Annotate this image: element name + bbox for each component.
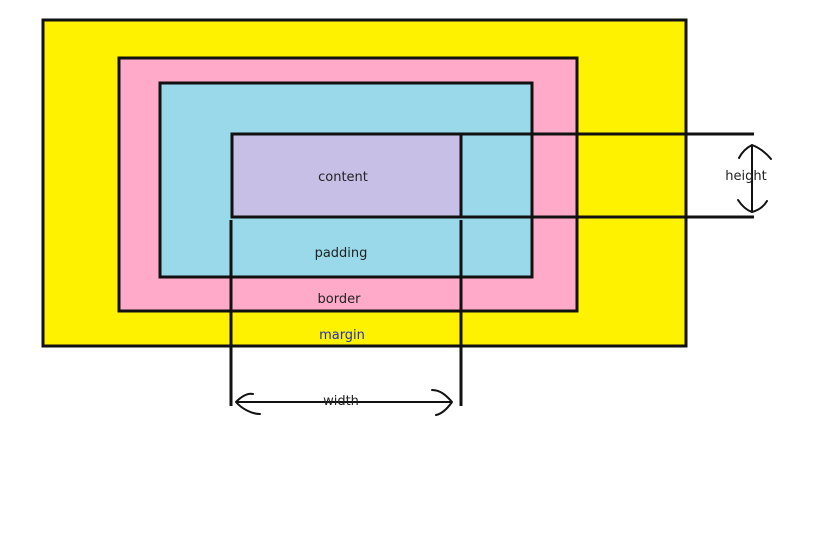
border-label: border [318, 292, 362, 307]
width-label: width [323, 394, 359, 409]
padding-label: padding [315, 246, 368, 261]
content-label: content [318, 170, 368, 185]
width-arrow [235, 389, 453, 416]
margin-label: margin [319, 328, 365, 343]
content-box [230, 132, 463, 219]
height-label: height [725, 169, 766, 184]
height-arrow [737, 144, 772, 213]
